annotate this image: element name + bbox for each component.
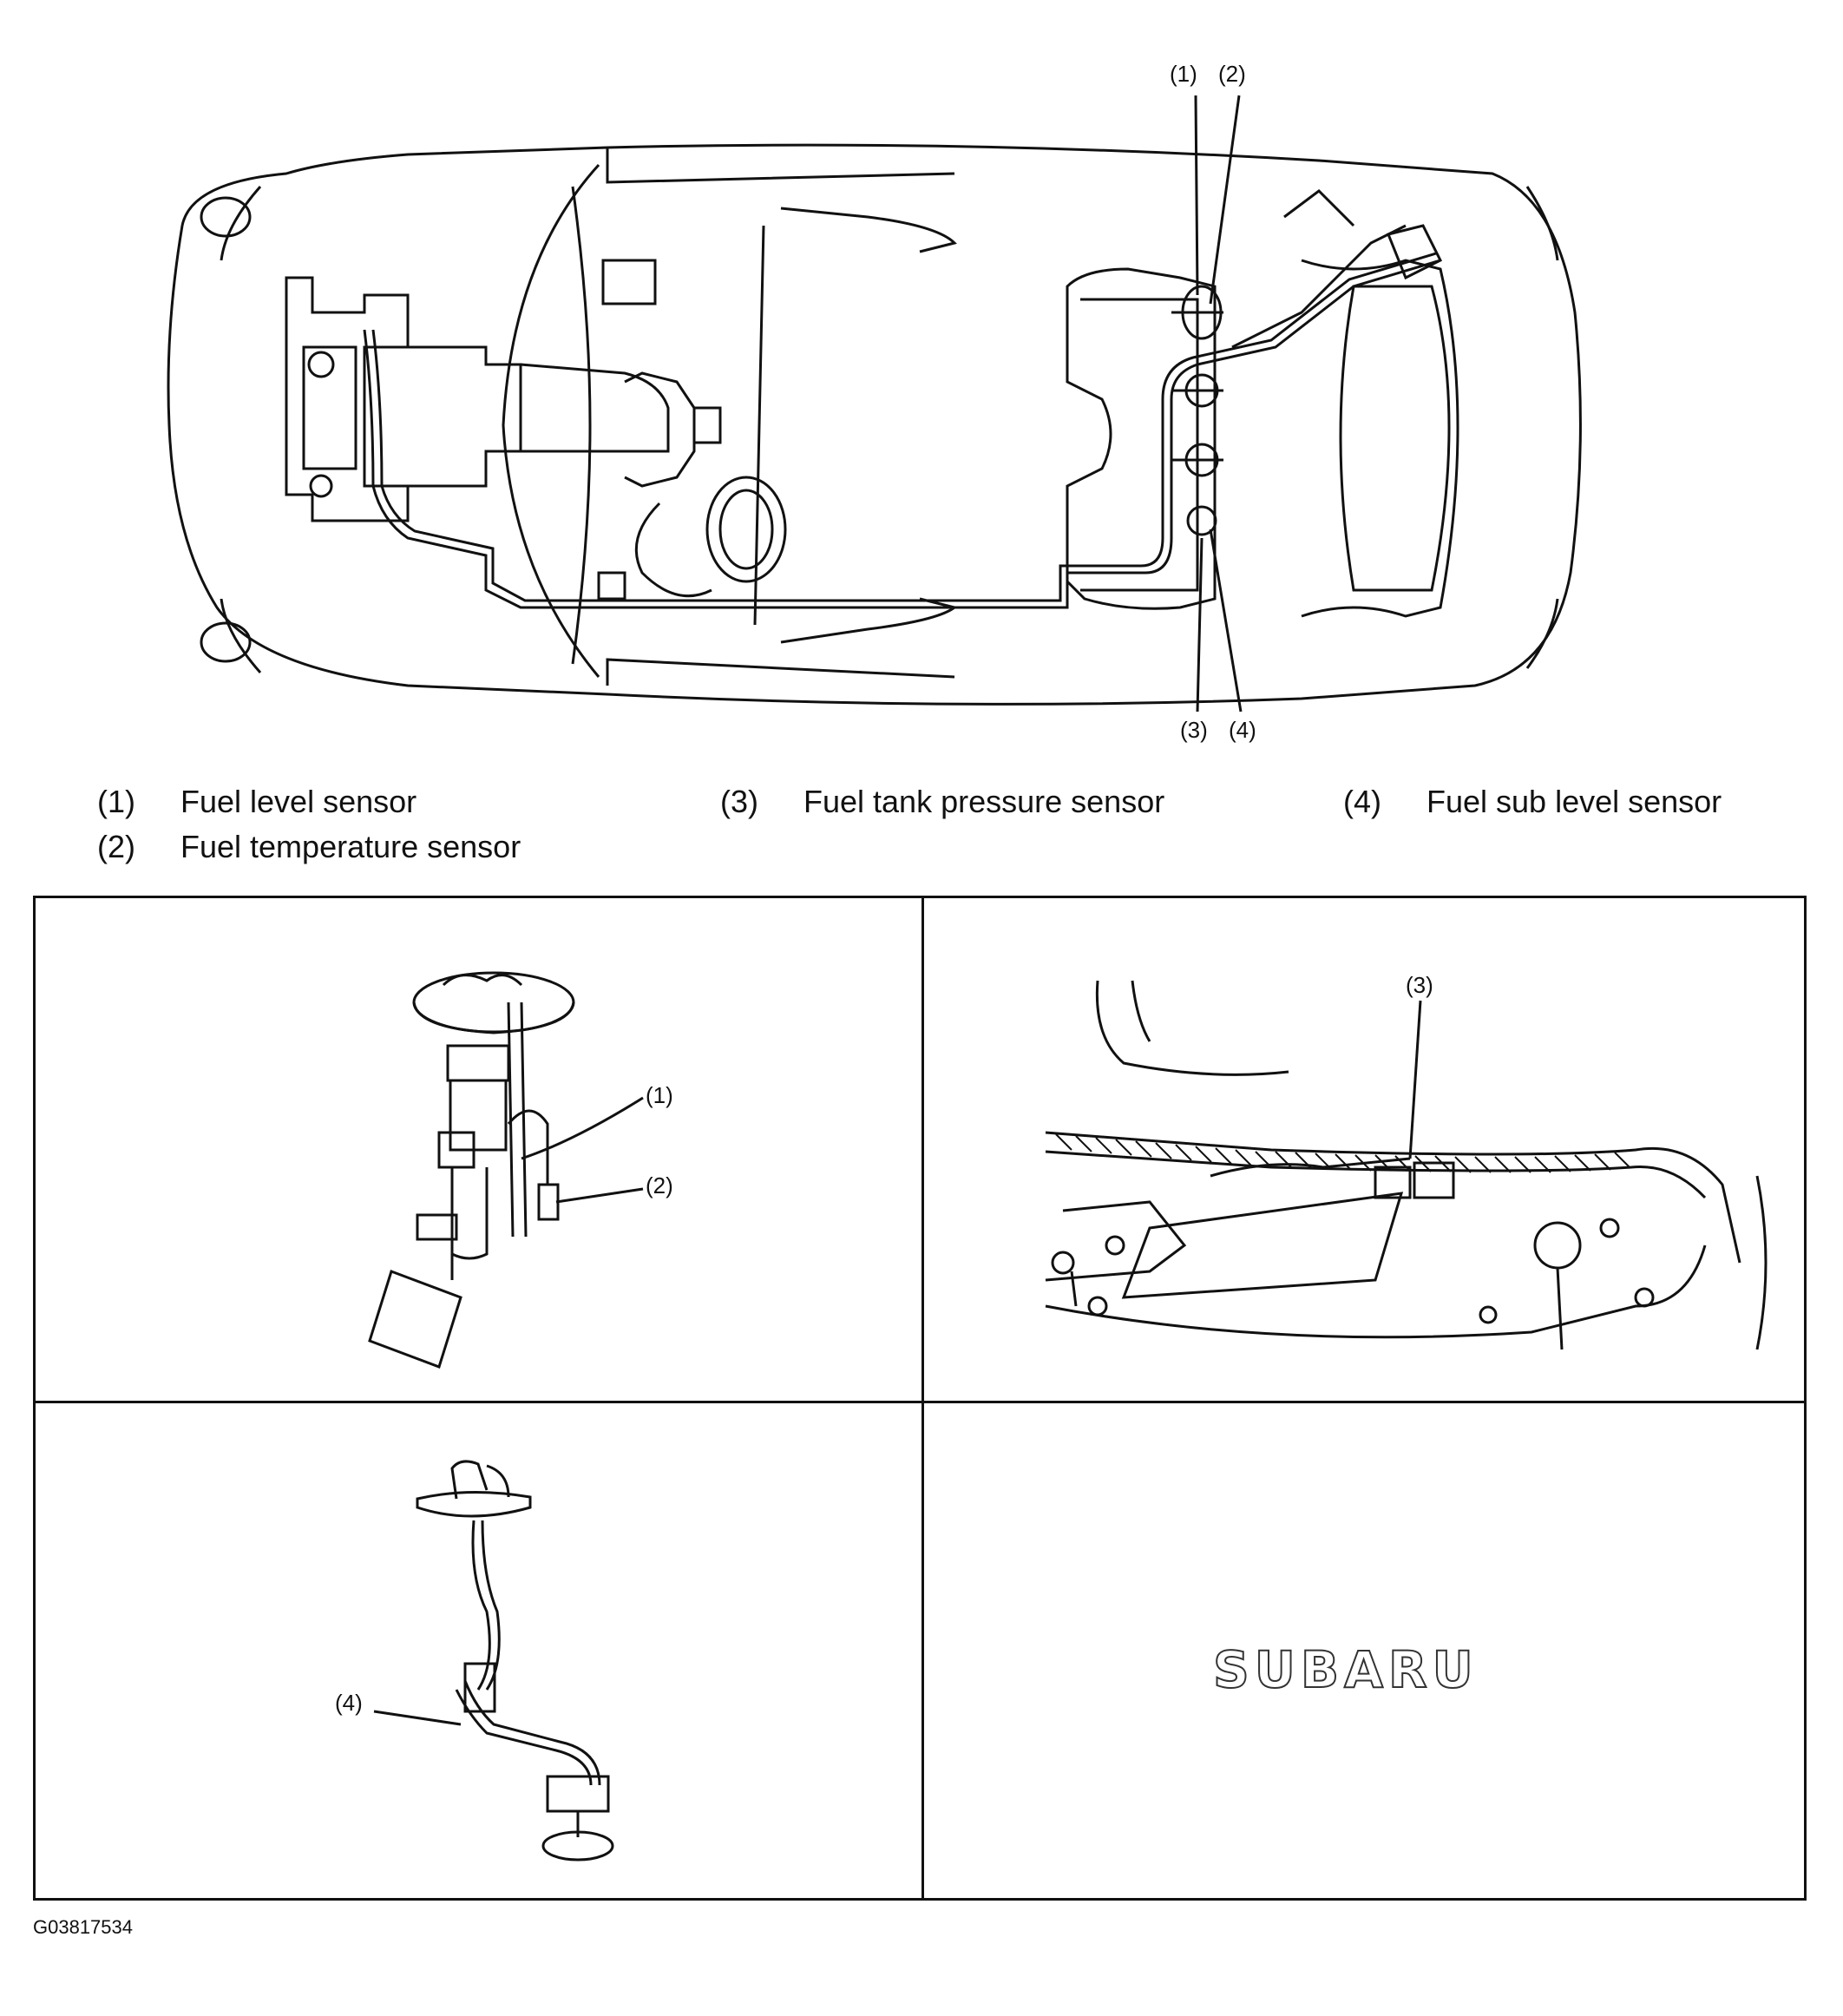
panel-tank-pressure-sensor: (3) — [924, 898, 1807, 1401]
legend-item-2: (2) Fuel temperature sensor — [97, 829, 521, 865]
panel-callout-2: (2) — [646, 1172, 673, 1198]
detail-grid: (1) (2) (3) — [33, 896, 1807, 1901]
sub-level-sensor-drawing — [373, 1460, 614, 1862]
legend-label: Fuel sub level sensor — [1427, 784, 1722, 819]
car-callout-4: (4) — [1229, 717, 1256, 743]
panel-fuel-pump-assembly: (1) (2) — [36, 898, 922, 1401]
figure-code: G03817534 — [33, 1916, 133, 1938]
legend-item-1: (1) Fuel level sensor — [97, 784, 416, 820]
legend-number: (4) — [1343, 784, 1381, 819]
tank-top-drawing — [1045, 980, 1768, 1350]
grid-horizontal-divider — [36, 1401, 1804, 1403]
panel-callout-1: (1) — [646, 1082, 673, 1108]
car-callout-3: (3) — [1180, 717, 1208, 743]
grid-vertical-divider — [922, 898, 924, 1898]
fuel-pump-drawing — [368, 971, 644, 1369]
legend-label: Fuel level sensor — [180, 784, 417, 819]
panel-sub-level-sensor: (4) — [36, 1403, 922, 1901]
legend-label: Fuel temperature sensor — [180, 829, 521, 864]
subaru-logo: SUBARU — [1212, 1639, 1479, 1700]
legend-number: (2) — [97, 829, 135, 864]
car-callout-2: (2) — [1218, 61, 1246, 87]
panel-callout-4: (4) — [335, 1690, 363, 1716]
legend-label: Fuel tank pressure sensor — [803, 784, 1165, 819]
legend-number: (1) — [97, 784, 135, 819]
legend-item-4: (4) Fuel sub level sensor — [1343, 784, 1722, 820]
car-overview-diagram: (1) (2) (3) (4) — [0, 0, 1843, 764]
legend-item-3: (3) Fuel tank pressure sensor — [720, 784, 1164, 820]
car-callout-1: (1) — [1170, 61, 1197, 87]
legend-number: (3) — [720, 784, 758, 819]
panel-callout-3: (3) — [1406, 972, 1433, 998]
car-line-drawing — [167, 95, 1582, 712]
